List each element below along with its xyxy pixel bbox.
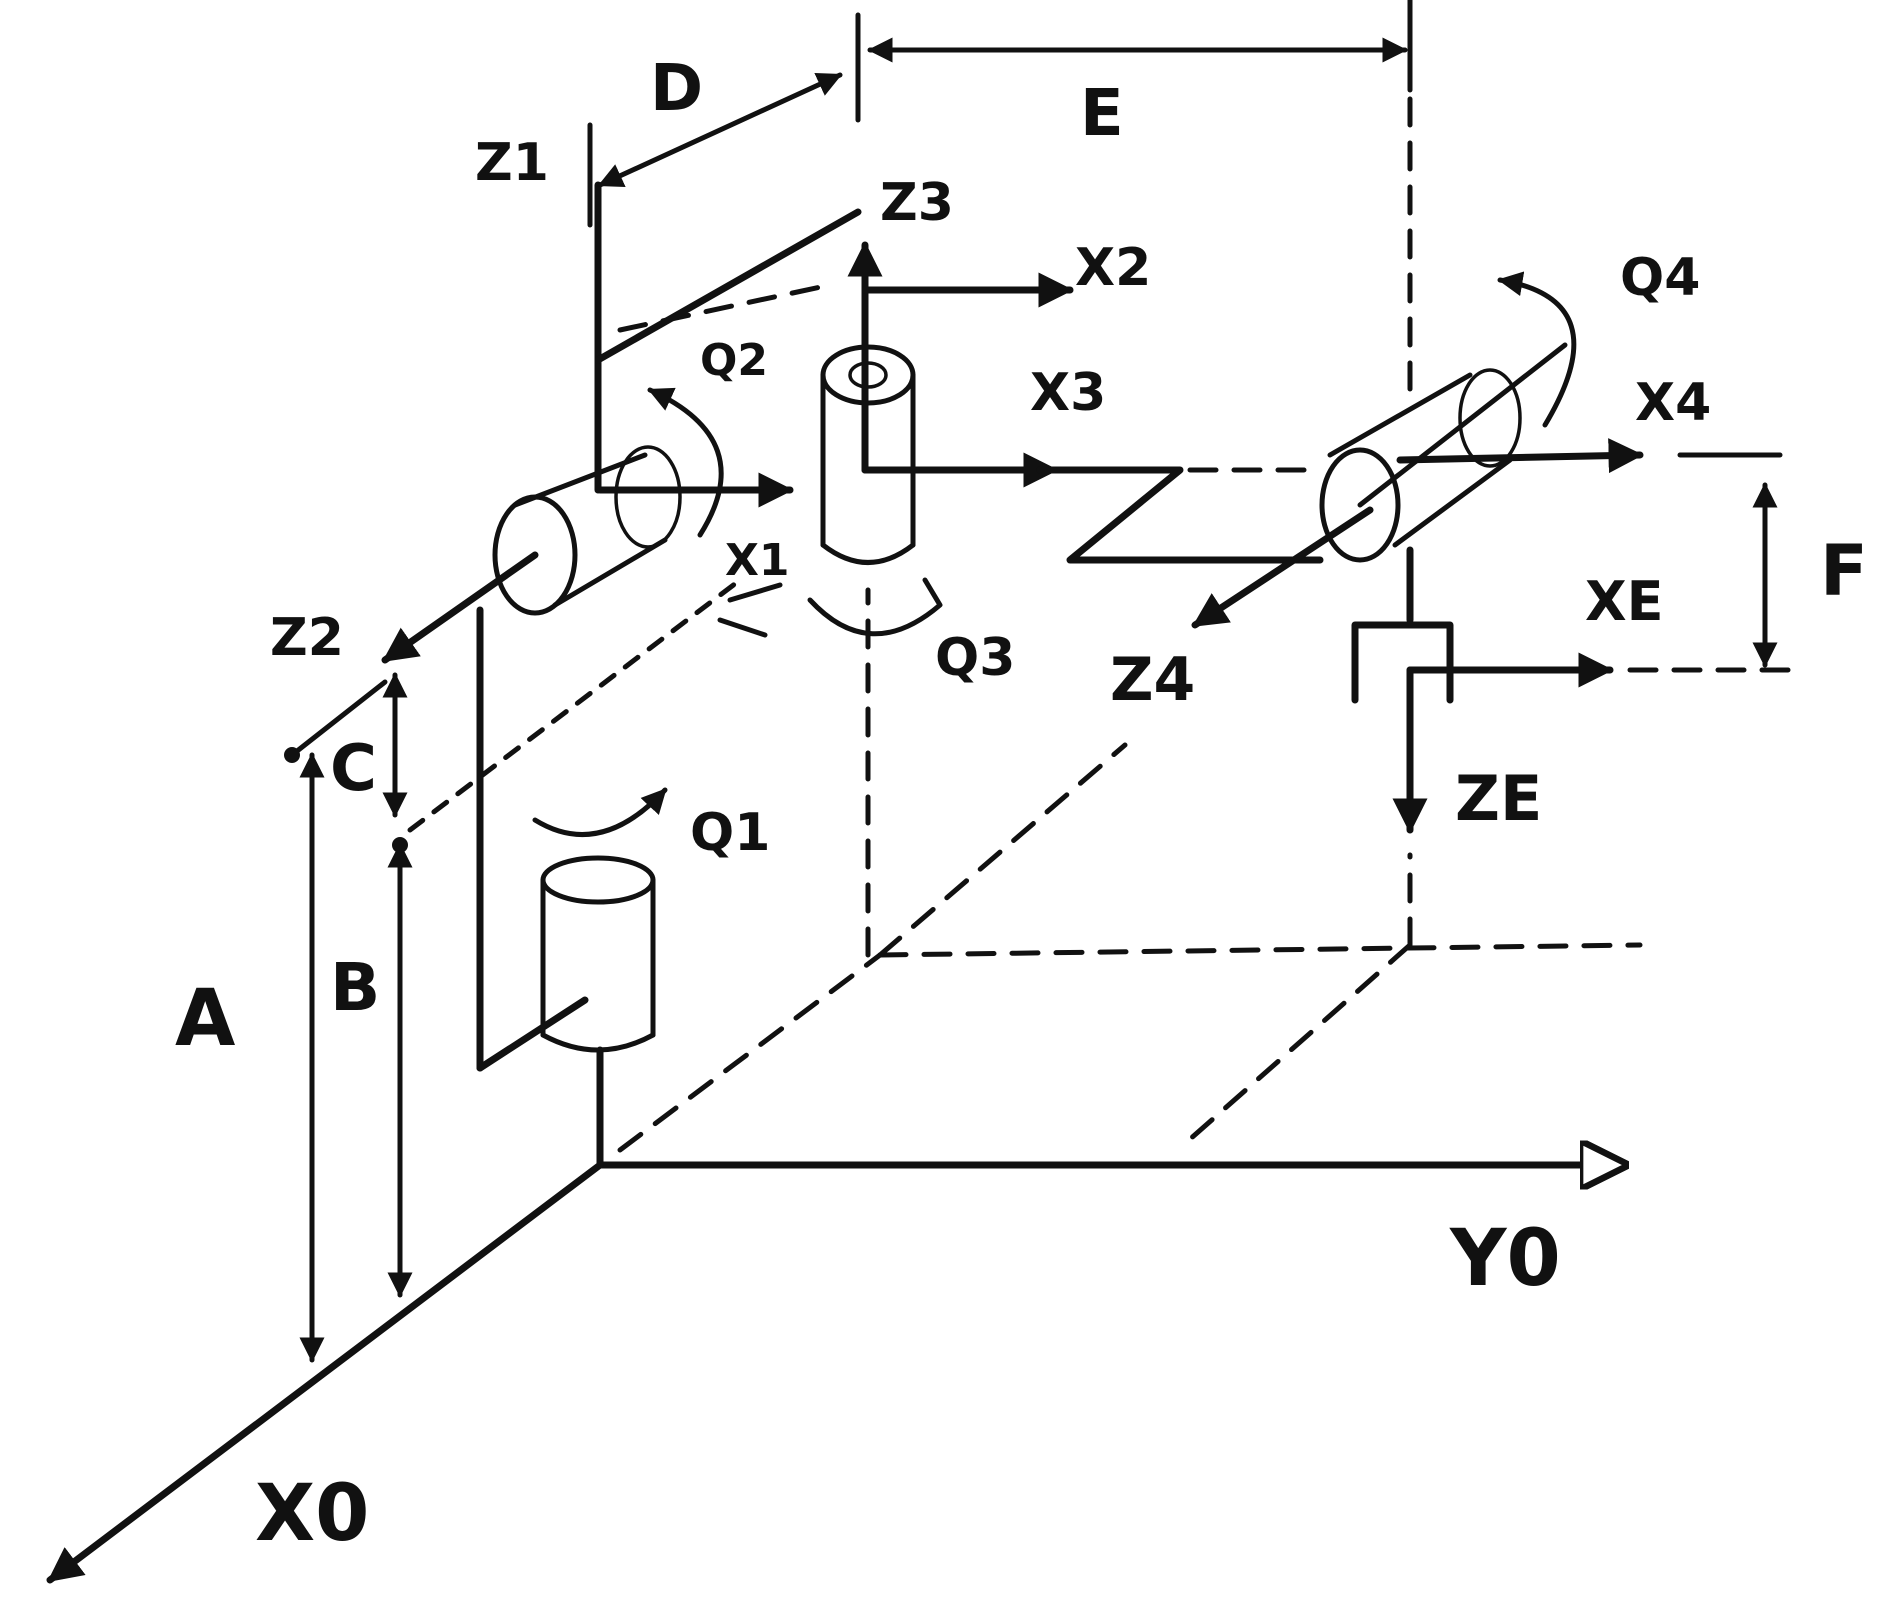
link-zigzag: [1036, 466, 1324, 564]
label-q1: Q1: [690, 803, 770, 863]
joint-3-elbow: [717, 241, 1074, 638]
label-z2: Z2: [270, 608, 344, 668]
label-x1: X1: [725, 535, 790, 586]
label-z3: Z3: [880, 173, 954, 233]
workspace-box: [407, 52, 1643, 1153]
label-d: D: [650, 52, 703, 126]
label-x3: X3: [1030, 363, 1106, 423]
dimensions: [284, 0, 1783, 1363]
label-z1: Z1: [475, 133, 549, 193]
label-z4: Z4: [1110, 645, 1195, 715]
label-x4: X4: [1635, 373, 1711, 433]
label-ze: ZE: [1455, 762, 1542, 835]
label-x2: X2: [1075, 238, 1151, 298]
label-c: C: [330, 732, 377, 806]
label-e: E: [1080, 77, 1124, 151]
joint-2-shoulder: [381, 181, 862, 664]
base-frame: [46, 1161, 1625, 1584]
label-y0: Y0: [1449, 1214, 1561, 1304]
label-f: F: [1820, 530, 1868, 612]
dim-d: [597, 72, 843, 188]
labels: D E Z1 Z3 X2 Q4 Q2 X3 X4 F X1 XE Z2 Q3 Z…: [175, 52, 1868, 1559]
label-q3: Q3: [935, 628, 1015, 688]
label-b: B: [330, 949, 380, 1026]
label-x0: X0: [255, 1469, 369, 1559]
x0-axis: [46, 1161, 604, 1584]
end-effector: [1351, 546, 1803, 834]
label-xe: XE: [1585, 570, 1664, 633]
joint-4-wrist: [1191, 271, 1644, 629]
joint-1-base: [476, 606, 668, 1169]
label-q2: Q2: [700, 335, 768, 386]
label-a: A: [175, 974, 235, 1064]
label-q4: Q4: [1620, 248, 1700, 308]
